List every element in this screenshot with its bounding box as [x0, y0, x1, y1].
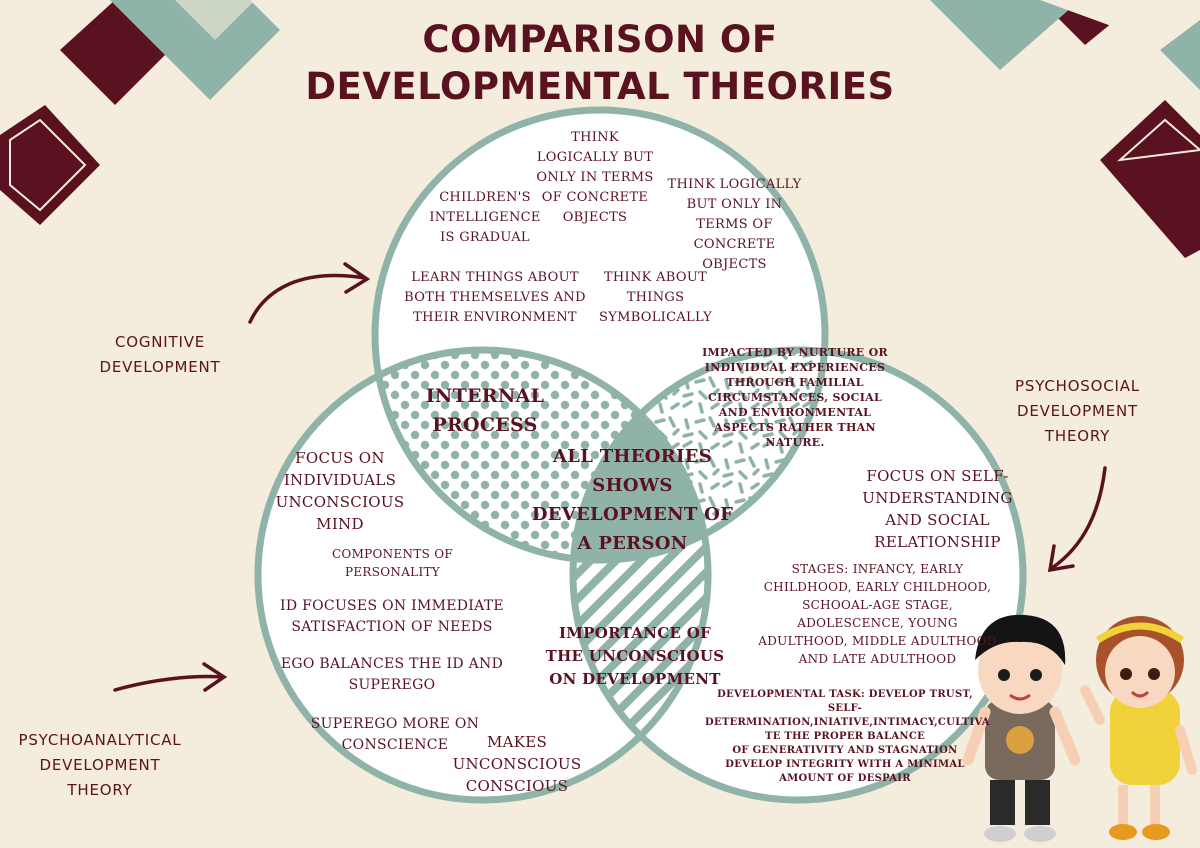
- arrow-curved-icon: [113, 662, 228, 692]
- label-psychosocial: PSYCHOSOCIAL DEVELOPMENT THEORY: [1015, 377, 1140, 445]
- psychosocial-item-focus-self: FOCUS ON SELF- UNDERSTANDING AND SOCIAL …: [862, 467, 1013, 551]
- center-label: ALL THEORIES SHOWS DEVELOPMENT OF A PERS…: [531, 446, 734, 554]
- overlap-label-internal-process: INTERNAL PROCESS: [425, 385, 545, 436]
- cognitive-item-childrens-intelligence: CHILDREN'S INTELLIGENCE IS GRADUAL: [429, 190, 541, 245]
- label-psychoanalytical: PSYCHOANALYTICAL DEVELOPMENT THEORY: [18, 731, 182, 799]
- circle-psychoanalytical: [254, 346, 712, 804]
- psychoanalytical-item-id-focuses: ID FOCUSES ON IMMEDIATE SATISFACTION OF …: [280, 598, 504, 635]
- cognitive-item-learn-things: LEARN THINGS ABOUT BOTH THEMSELVES AND T…: [404, 270, 586, 325]
- children-illustration: [962, 614, 1197, 842]
- arrow-curved-icon: [248, 262, 371, 324]
- overlap-cognitive-psychosocial: [573, 350, 825, 560]
- cognitive-item-think-logically-right: THINK LOGICALLY BUT ONLY IN TERMS OF CON…: [667, 177, 802, 272]
- overlap-label-unconscious: IMPORTANCE OF THE UNCONSCIOUS ON DEVELOP…: [545, 624, 725, 688]
- circle-psychosocial: [569, 346, 1027, 804]
- cognitive-item-think-logically-top: THINK LOGICALLY BUT ONLY IN TERMS OF CON…: [536, 130, 654, 225]
- psychoanalytical-item-superego: SUPEREGO MORE ON CONSCIENCE: [310, 716, 480, 753]
- arrow-curved-icon: [1047, 466, 1107, 573]
- corner-decoration-icon: [930, 0, 1200, 258]
- page-title-line2: DEVELOPMENTAL THEORIES: [305, 65, 895, 108]
- circle-cognitive: [371, 106, 829, 564]
- overlap-label-nurture: IMPACTED BY NURTURE OR INDIVIDUAL EXPERI…: [702, 346, 888, 449]
- psychoanalytical-item-makes-unconscious: MAKES UNCONSCIOUS CONSCIOUS: [452, 733, 582, 795]
- psychoanalytical-item-components: COMPONENTS OF PERSONALITY: [331, 547, 454, 579]
- psychosocial-item-developmental-task: DEVELOPMENTAL TASK: DEVELOP TRUST, SELF-…: [705, 689, 990, 784]
- psychoanalytical-item-focus-unconscious: FOCUS ON INDIVIDUALS UNCONSCIOUS MIND: [275, 449, 405, 533]
- overlap-cognitive-psychoanalytical: [375, 350, 708, 560]
- page-title-line1: COMPARISON OF: [422, 18, 778, 61]
- corner-decoration-icon: [0, 0, 280, 262]
- psychosocial-item-stages: STAGES: INFANCY, EARLY CHILDHOOD, EARLY …: [758, 562, 997, 666]
- psychoanalytical-item-ego-balances: EGO BALANCES THE ID AND SUPEREGO: [280, 656, 504, 693]
- cognitive-item-think-symbolically: THINK ABOUT THINGS SYMBOLICALLY: [599, 270, 712, 325]
- label-cognitive: COGNITIVE DEVELOPMENT: [99, 333, 221, 376]
